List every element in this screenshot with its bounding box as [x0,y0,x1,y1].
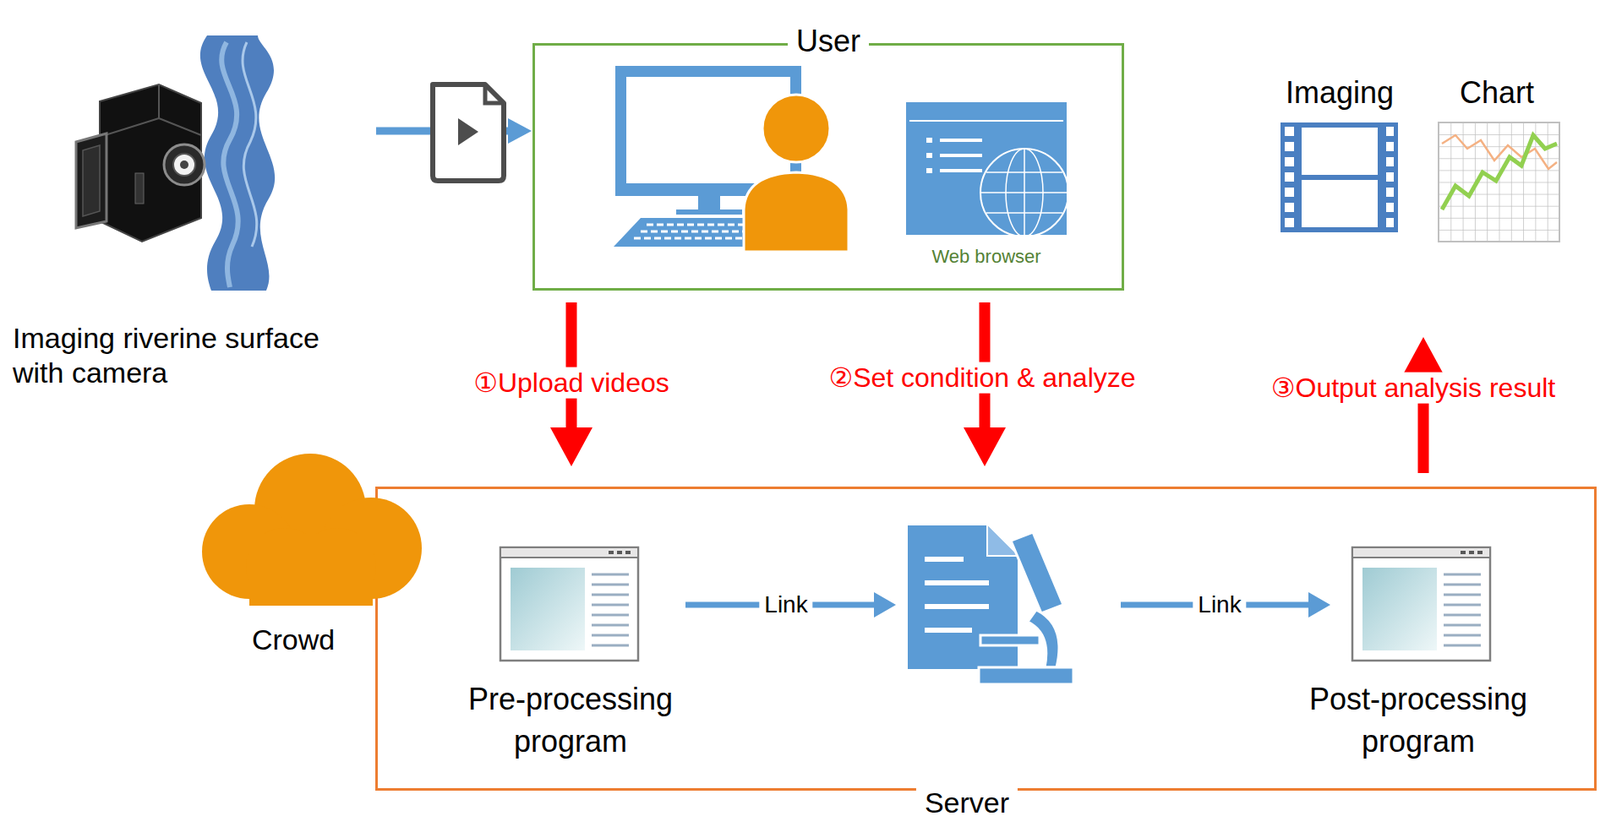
camera-caption-node: Imaging riverine surface with camera [12,33,380,394]
analysis-icon [907,525,1074,685]
program-node: Post-processing program [1278,678,1562,768]
cloud-icon [183,448,429,618]
step-label: ③Output analysis result [1266,372,1561,405]
group-title: User [787,22,869,60]
film-strip-icon [1280,122,1398,233]
link-label: Link [1192,591,1246,619]
link-arrow [1120,592,1331,618]
step-label: ②Set condition & analyze [823,362,1141,394]
program-label: Post-processing program [1278,678,1558,765]
icon-label: Imaging [1285,74,1394,111]
web-browser-icon [906,102,1069,237]
user-box: UserWeb browser [532,43,1125,291]
program-node: Pre-processing program [431,678,714,768]
step-arrow [1402,337,1445,474]
video-file-icon [432,84,504,181]
cloud-node: Crowd [183,448,429,661]
icon-label: Chart [1459,74,1535,111]
line-chart-icon [1438,122,1560,242]
caption-text: Imaging riverine surface with camera [12,321,377,391]
chart-node: Chart [1434,71,1570,250]
window-icon [500,547,639,661]
imaging-node: Imaging [1263,71,1433,334]
link-label: Link [759,591,813,619]
browser-node: Web browser [895,97,1078,275]
computer-user-icon [613,65,849,252]
icon-label: Web browser [931,245,1041,268]
server-box: ServerPre-processing programPost-process… [375,486,1597,792]
step-arrow [963,302,1006,467]
river-illustration [200,35,275,291]
step-arrow [550,302,593,467]
video-camera-icon [76,84,205,242]
link-arrow [685,592,896,618]
cloud-label: Crowd [251,622,335,658]
window-icon [1352,547,1491,661]
step-label: ①Upload videos [468,367,674,399]
group-title: Server [916,787,1018,820]
program-label: Pre-processing program [431,678,710,765]
